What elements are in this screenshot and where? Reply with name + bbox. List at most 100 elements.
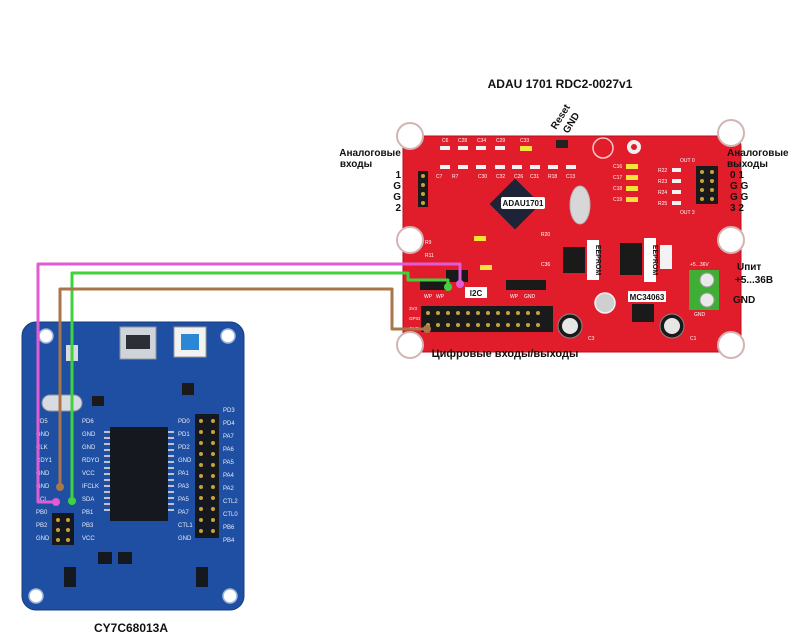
power-terminal: +5...36V GND [689,262,719,318]
blue-pin-label: GND [178,536,192,542]
svg-text:C6: C6 [442,138,449,144]
svg-text:C3: C3 [588,336,595,342]
blue-pin-label: CTL2 [223,499,238,505]
wire-sda-green [70,271,450,501]
reset-header [556,140,568,148]
blue-pin-label: PB6 [223,525,235,531]
mount-hole-tr [717,119,745,147]
jumper-left [64,567,76,587]
svg-text:C28: C28 [458,138,467,144]
crystal [569,185,591,225]
blue-pin-label: PA3 [178,484,190,490]
blue-pin-label: GND [82,432,96,438]
wire-gnd-brown [58,287,427,487]
svg-text:C32: C32 [496,174,505,180]
mc34063-label: MC34063 [630,293,665,302]
wire-end-dot [423,325,431,333]
svg-text:C31: C31 [530,174,539,180]
blue-pin-label: PA4 [223,473,235,479]
digital-io-caption: Цифровые входы/выходы [432,348,579,360]
mount-hole-tl [396,122,424,150]
analog-in-pin-2: G [393,181,401,192]
svg-text:OUT 0: OUT 0 [680,158,695,164]
wire-end-dot [68,497,76,505]
blue-pin-label: CTL1 [178,523,193,529]
jumper-right [196,567,208,587]
eeprom-chip-1: EEPROM [563,240,601,280]
svg-text:R20: R20 [541,232,550,238]
svg-text:C34: C34 [477,138,486,144]
svg-text:R22: R22 [658,168,667,174]
analog-out-pin-row-3: G G [730,192,749,203]
board-title: ADAU 1701 RDC2-0027v1 [488,77,633,91]
svg-text:WP: WP [510,294,519,300]
adau-chip-label: ADAU1701 [503,199,544,208]
analog-in-line2: входы [340,159,372,170]
inductor [594,292,616,314]
svg-text:C26: C26 [514,174,523,180]
blue-pin-label: RDYO [82,458,100,464]
svg-text:C7: C7 [436,174,443,180]
analog-in-header [418,171,428,207]
blue-pin-label: PD1 [178,432,190,438]
power-line1: Uпит [737,262,761,273]
blue-pin-label: PA1 [178,471,190,477]
blue-pin-label: GND [36,471,50,477]
svg-text:R25: R25 [658,201,667,207]
blue-pin-label: GND [36,484,50,490]
blue-pin-label: GND [36,432,50,438]
blue-pin-label: PA5 [223,460,235,466]
blue-pin-label: GND [36,536,50,542]
power-caption: Uпит +5...36В GND [733,262,773,306]
right-header [195,414,219,538]
wire-end-dot [456,280,464,288]
svg-text:R24: R24 [658,190,667,196]
svg-text:R18: R18 [548,174,557,180]
blue-pin-label: CLK [36,445,48,451]
analog-out-caption: Аналоговые выходы 0 1 G G G G 3 2 [727,148,789,214]
blue-pin-label: CTL0 [223,512,238,518]
blue-pin-label: GND [178,458,192,464]
blue-pin-label: PD6 [82,419,94,425]
analog-in-line1: Аналоговые [339,148,401,159]
svg-text:+5...36V: +5...36V [690,262,709,268]
analog-out-pin-row-4: 3 2 [730,203,744,214]
bottom-board-caption: CY7C68013A [94,621,168,635]
mount-hole-ml [396,226,424,254]
cy7c68013a-board: PD5 GND CLK RDY1 GND GND SCL PB0 PB2 GND… [21,321,245,611]
blue-pin-label: PD5 [36,419,48,425]
blue-pin-label: VCC [82,471,95,477]
svg-text:GPIO: GPIO [409,316,421,321]
svg-text:C30: C30 [478,174,487,180]
analog-in-pin-4: 2 [395,203,401,214]
blue-pin-label: PB2 [36,523,48,529]
mc34063-chip [632,304,654,322]
crystal-blue [41,394,83,412]
i2c-label: I2C [470,289,483,298]
i2c-header [446,270,468,282]
blue-pin-label: VCC [82,536,95,542]
svg-text:C1: C1 [690,336,697,342]
svg-text:GND: GND [524,294,536,300]
svg-text:C19: C19 [613,197,622,203]
svg-text:3V3: 3V3 [409,306,418,311]
blue-pin-label: PA2 [223,486,235,492]
eeprom-chip-2: EEPROM [620,238,672,282]
analog-out-line1: Аналоговые [727,148,789,159]
svg-text:WP: WP [436,294,445,300]
cy7c68013a-chip [110,427,168,521]
analog-in-pin-3: G [393,192,401,203]
wire-end-dot [444,283,452,291]
blue-pin-label: PD2 [178,445,190,451]
blue-pin-label: PA7 [178,510,190,516]
blue-pin-label: PD3 [223,408,235,414]
blue-pin-label: PA7 [223,434,235,440]
blue-pin-label: PA5 [178,497,190,503]
wire-end-dot [56,483,64,491]
svg-text:C13: C13 [566,174,575,180]
blue-pin-label: PB3 [82,523,94,529]
svg-text:R23: R23 [658,179,667,185]
svg-text:R7: R7 [452,174,459,180]
